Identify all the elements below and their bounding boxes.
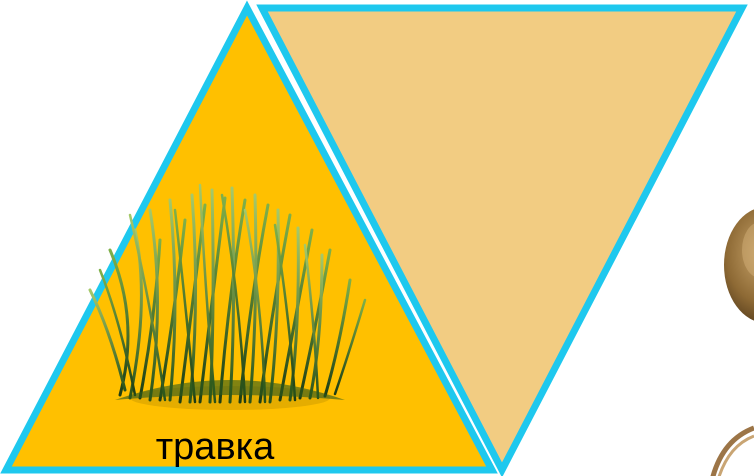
card-grass-label: травка [130,425,300,469]
basket-handle-icon [712,428,754,476]
mushroom-cap-icon [724,207,754,323]
